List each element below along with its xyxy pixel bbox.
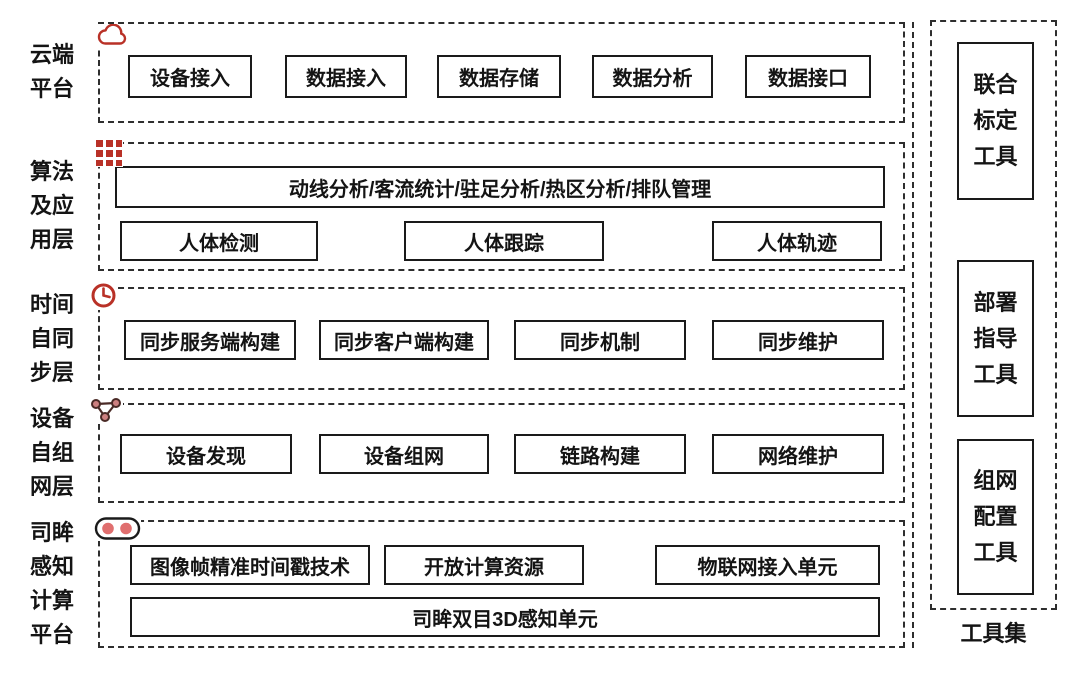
label-line: 自同 [29,326,74,351]
cloud-icon [96,23,130,48]
tool-box-deployment-guide: 部署 指导 工具 [957,260,1034,417]
tool-line: 工具 [973,361,1018,387]
label-line: 感知 [29,554,74,579]
module-box: 设备组网 [319,434,489,474]
module-box: 链路构建 [514,434,686,474]
banner-box: 动线分析/客流统计/驻足分析/热区分析/排队管理 [115,166,885,208]
label-line: 平台 [29,76,74,101]
clock-icon [89,281,118,310]
label-line: 云端 [29,42,74,67]
module-box: 数据接口 [745,55,871,98]
layer-label-cloud-platform: 云端 平台 [14,38,90,106]
layer-label-algorithm-application: 算法 及应 用层 [14,155,90,257]
layer-device-self-network: 设备发现 设备组网 链路构建 网络维护 [98,403,905,503]
label-line: 时间 [29,292,74,317]
tool-line: 组网 [973,468,1018,493]
label-line: 步层 [29,360,74,385]
layer-cloud-platform: 设备接入 数据接入 数据存储 数据分析 数据接口 [98,22,905,123]
module-box: 人体检测 [120,221,318,261]
tool-line: 配置 [973,504,1018,529]
label-line: 网层 [29,474,74,499]
label-line: 自组 [29,440,74,465]
toolbox-panel: 联合 标定 工具 部署 指导 工具 组网 配置 工具 [930,20,1057,610]
tool-line: 联合 [973,72,1018,97]
module-box: 数据分析 [592,55,713,98]
module-box: 网络维护 [712,434,884,474]
label-line: 算法 [29,159,74,184]
module-box: 开放计算资源 [384,545,584,585]
label-line: 及应 [29,193,74,218]
app-grid-icon [95,139,123,167]
label-line: 平台 [29,622,74,647]
module-box: 设备发现 [120,434,292,474]
module-box: 设备接入 [128,55,252,98]
module-box: 人体轨迹 [712,221,882,261]
module-box: 同步客户端构建 [319,320,489,360]
vertical-divider [912,22,914,648]
module-box: 同步维护 [712,320,884,360]
layer-label-simou-perception: 司眸 感知 计算 平台 [14,516,90,652]
layer-label-device-self-network: 设备 自组 网层 [14,402,90,504]
mesh-network-icon [89,396,123,424]
label-line: 司眸 [29,520,74,545]
layer-label-time-self-sync: 时间 自同 步层 [14,288,90,390]
layer-simou-perception: 图像帧精准时间戳技术 开放计算资源 物联网接入单元 司眸双目3D感知单元 [98,520,905,648]
module-box: 图像帧精准时间戳技术 [130,545,370,585]
module-box: 数据存储 [437,55,561,98]
tool-line: 工具 [973,144,1018,169]
stereo-camera-icon [94,516,141,541]
tool-line: 工具 [973,540,1018,565]
module-box: 数据接入 [285,55,407,98]
tool-line: 指导 [973,325,1018,351]
label-line: 设备 [29,406,74,431]
toolbox-title: 工具集 [960,621,1027,646]
layer-time-self-sync: 同步服务端构建 同步客户端构建 同步机制 同步维护 [98,287,905,390]
module-box: 同步机制 [514,320,686,360]
tool-line: 标定 [973,108,1018,133]
tool-box-joint-calibration: 联合 标定 工具 [957,42,1034,200]
label-line: 用层 [29,227,74,252]
tool-box-network-config: 组网 配置 工具 [957,439,1034,595]
module-box: 同步服务端构建 [124,320,296,360]
label-line: 计算 [29,588,74,613]
tool-line: 部署 [973,289,1018,315]
module-box: 物联网接入单元 [655,545,880,585]
banner-box: 司眸双目3D感知单元 [130,597,880,637]
module-box: 人体跟踪 [404,221,604,261]
layer-algorithm-application: 动线分析/客流统计/驻足分析/热区分析/排队管理 人体检测 人体跟踪 人体轨迹 [98,142,905,271]
